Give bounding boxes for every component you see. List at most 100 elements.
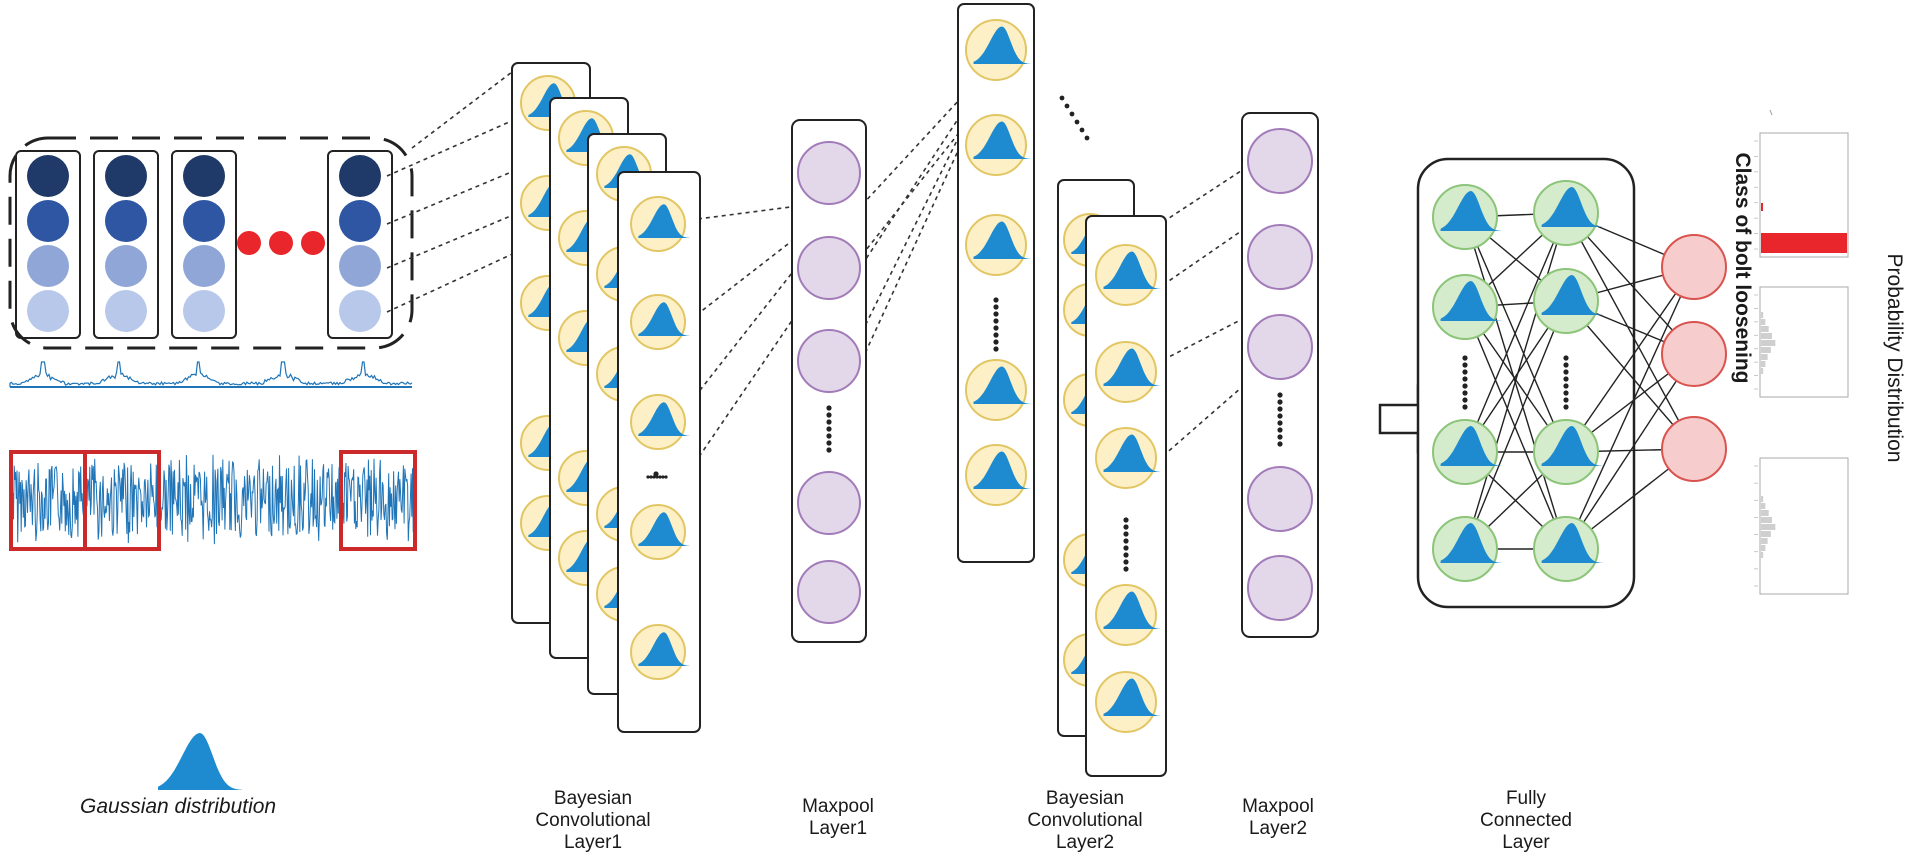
caption-pool2-line1: Maxpool — [1242, 796, 1314, 817]
dot — [1563, 383, 1568, 388]
dot — [1070, 112, 1075, 117]
hist-bar — [1761, 545, 1765, 551]
input-node — [105, 290, 147, 332]
hist-bar — [1761, 347, 1771, 353]
dot — [826, 447, 831, 452]
hist-bar — [1761, 503, 1765, 509]
output-node — [1662, 417, 1726, 481]
dot — [1277, 399, 1282, 404]
caption-conv1-line2: Convolutional — [535, 810, 650, 831]
hist-bar — [1761, 326, 1769, 332]
caption-fc-line1: Fully — [1506, 788, 1547, 809]
dot — [1277, 427, 1282, 432]
input-ellipsis — [237, 231, 325, 255]
input-node — [27, 155, 69, 197]
dot — [1462, 362, 1467, 367]
dot — [655, 475, 658, 478]
input-node — [183, 155, 225, 197]
dot — [1462, 397, 1467, 402]
connector — [1163, 165, 1250, 222]
tick — [1770, 110, 1772, 115]
hist-bar — [1761, 354, 1768, 360]
dot — [826, 405, 831, 410]
pool-node — [798, 330, 860, 392]
hist-bar — [1761, 333, 1772, 339]
dot — [826, 419, 831, 424]
hist-bar — [1761, 538, 1768, 544]
dot — [826, 440, 831, 445]
caption-pool2-line2: Layer2 — [1249, 818, 1307, 839]
hist-bar — [1761, 552, 1763, 558]
dot — [1277, 406, 1282, 411]
input-node — [27, 245, 69, 287]
pool-node — [798, 142, 860, 204]
dot — [1563, 355, 1568, 360]
dot — [658, 475, 661, 478]
legend-label: Gaussian distribution — [80, 795, 276, 818]
dot — [826, 412, 831, 417]
fully-connected-layer — [1418, 159, 1726, 607]
input-column — [16, 151, 80, 338]
class-label: Class of bolt loosening — [1731, 152, 1754, 383]
caption-conv2-line3: Layer2 — [1056, 832, 1114, 853]
dot — [993, 311, 998, 316]
dot — [1462, 355, 1467, 360]
dot — [1123, 552, 1128, 557]
gaussian-legend: Gaussian distribution — [80, 733, 276, 818]
caption-conv2-line2: Convolutional — [1027, 810, 1142, 831]
pool-node — [1248, 129, 1312, 193]
hist-bar — [1761, 340, 1775, 346]
input-node — [27, 290, 69, 332]
layer-captions: BayesianConvolutionalLayer1MaxpoolLayer1… — [535, 788, 1572, 853]
dot — [993, 325, 998, 330]
pool-node — [1248, 225, 1312, 289]
connector — [690, 300, 806, 470]
hist-bar — [1761, 319, 1765, 325]
dot — [1462, 390, 1467, 395]
connector — [412, 72, 512, 148]
hist-bar — [1761, 368, 1763, 374]
caption-conv1-line1: Bayesian — [554, 788, 632, 809]
feature-map-frame — [1086, 216, 1166, 776]
dot — [993, 332, 998, 337]
caption-conv1-line3: Layer1 — [564, 832, 622, 853]
feature-map-frame — [618, 172, 700, 732]
dot — [661, 475, 664, 478]
dot — [993, 304, 998, 309]
dot — [1123, 517, 1128, 522]
dot — [826, 433, 831, 438]
caption-conv2-line1: Bayesian — [1046, 788, 1124, 809]
probability-distribution-panels — [1754, 110, 1848, 594]
prob-bar — [1761, 233, 1847, 253]
flow-arrow-shape — [1371, 408, 1377, 432]
dot — [1563, 376, 1568, 381]
dot — [1075, 120, 1080, 125]
connector — [1163, 380, 1250, 456]
pool-node — [798, 237, 860, 299]
dot — [1277, 413, 1282, 418]
connector — [690, 230, 806, 320]
prob-bar — [1761, 203, 1763, 211]
prob-panel — [1754, 458, 1848, 594]
hist-bar — [1761, 361, 1765, 367]
dot — [826, 426, 831, 431]
dot — [993, 318, 998, 323]
input-node — [105, 155, 147, 197]
hist-bar — [1761, 510, 1769, 516]
connector — [690, 255, 806, 403]
maxpool-layer2 — [1242, 113, 1318, 637]
dot — [1123, 538, 1128, 543]
dot — [1085, 136, 1090, 141]
pool-node — [1248, 467, 1312, 531]
dot — [1462, 376, 1467, 381]
input-node — [339, 290, 381, 332]
prob-panel — [1754, 287, 1848, 397]
maxpool-layer1 — [792, 120, 866, 642]
dot — [1563, 397, 1568, 402]
dot — [1563, 404, 1568, 409]
dot — [1277, 434, 1282, 439]
input-block — [10, 138, 412, 348]
dot — [1462, 404, 1467, 409]
input-node — [339, 245, 381, 287]
dot — [1123, 524, 1128, 529]
